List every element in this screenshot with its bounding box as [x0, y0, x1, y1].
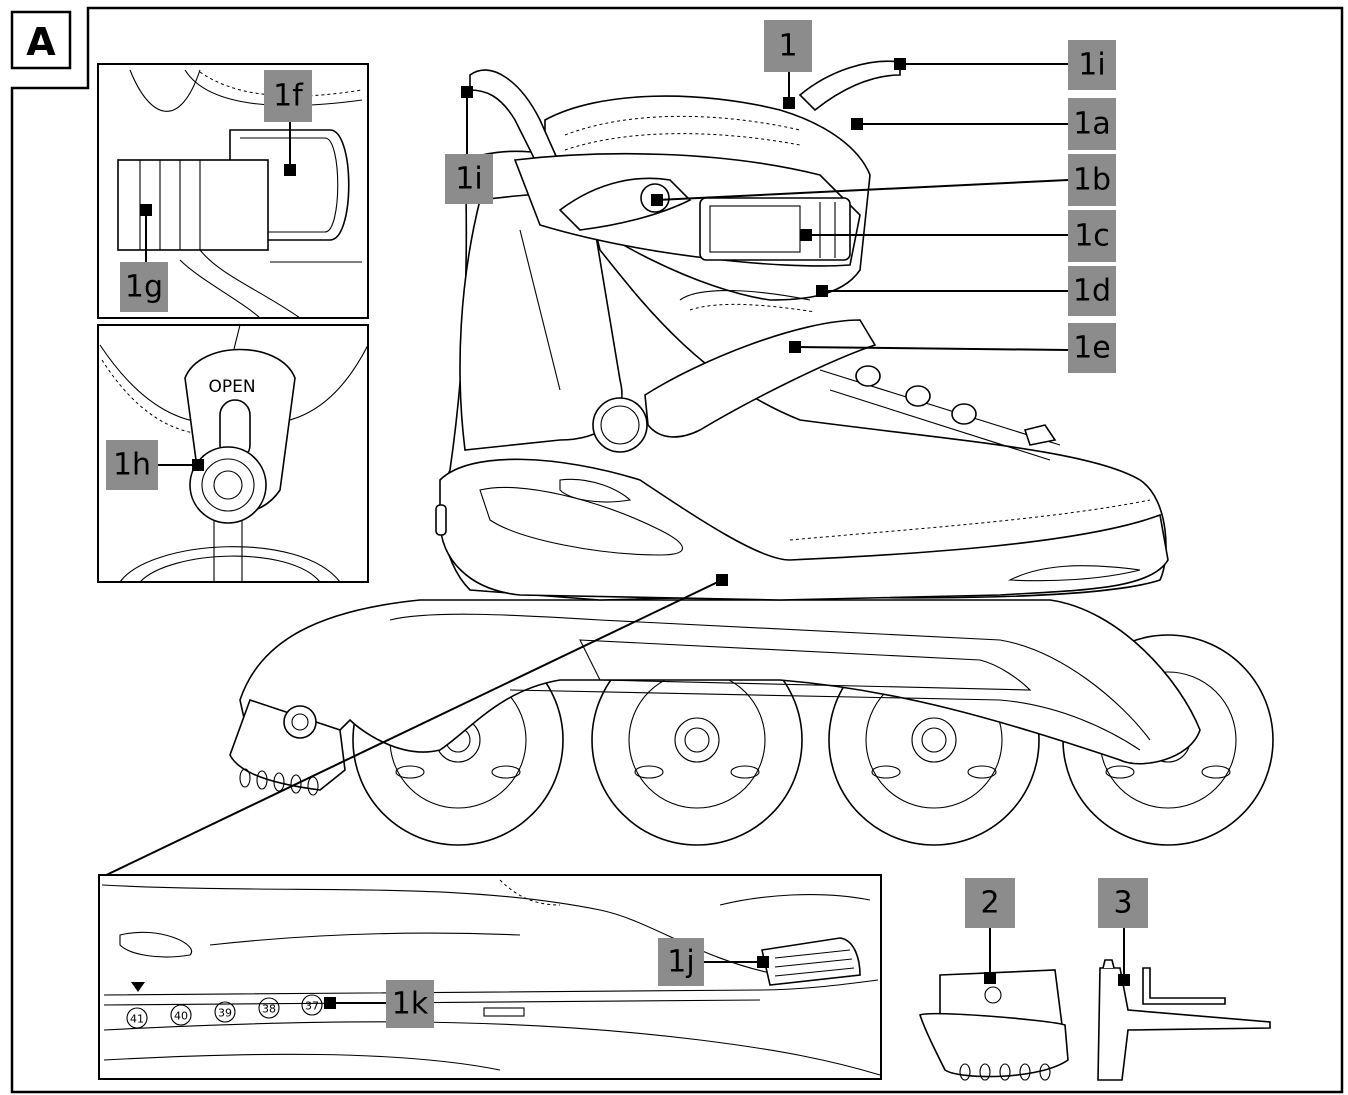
size-37: 37: [305, 1000, 319, 1013]
label-1: 1: [764, 20, 812, 72]
label-1c: 1c: [1068, 210, 1116, 262]
label-3: 3: [1098, 878, 1148, 928]
open-text: OPEN: [208, 377, 255, 397]
label-1-text: 1: [778, 29, 797, 64]
label-1a-text: 1a: [1073, 107, 1110, 142]
figure-letter: A: [26, 20, 56, 64]
lace-hooks: [855, 365, 1057, 446]
label-1f: 1f: [264, 70, 312, 122]
size-38: 38: [262, 1003, 276, 1016]
label-1b-text: 1b: [1073, 163, 1111, 198]
label-1h: 1h: [106, 440, 158, 490]
label-1d-text: 1d: [1073, 274, 1111, 309]
label-1i-right: 1i: [1068, 40, 1116, 90]
label-1e-text: 1e: [1073, 331, 1111, 366]
size-40: 40: [174, 1010, 188, 1023]
label-1i-left: 1i: [445, 154, 493, 204]
inline-skate-drawing: [229, 60, 1274, 846]
size-slider: [761, 937, 861, 986]
label-1e: 1e: [1068, 323, 1116, 373]
label-1f-text: 1f: [273, 79, 304, 114]
label-1c-text: 1c: [1074, 219, 1110, 254]
inset-open-lock: OPEN: [97, 324, 369, 583]
size-markings: 41 40 39 38 37: [126, 994, 323, 1029]
label-1a: 1a: [1068, 98, 1116, 150]
label-1i-right-text: 1i: [1078, 48, 1105, 83]
callout-lines: [145, 63, 1125, 1004]
size-41: 41: [130, 1013, 144, 1026]
label-1h-text: 1h: [113, 448, 151, 483]
label-2: 2: [965, 878, 1015, 928]
label-1j: 1j: [658, 938, 704, 986]
accessory-brake-stopper: [919, 969, 1069, 1081]
wheel-2: [591, 634, 803, 846]
label-1j-text: 1j: [667, 945, 694, 980]
label-1g: 1g: [120, 262, 168, 312]
outer-frame: A: [10, 6, 1344, 1094]
label-1g-text: 1g: [125, 270, 163, 305]
label-1i-left-text: 1i: [455, 162, 482, 197]
label-1d: 1d: [1068, 266, 1116, 316]
callout-markers: [140, 58, 1130, 1009]
label-1b: 1b: [1068, 154, 1116, 206]
size-indicator-icon: [131, 982, 145, 992]
size-39: 39: [218, 1007, 232, 1020]
ratchet-buckle: [558, 177, 851, 261]
skate-frame: [239, 599, 1201, 765]
label-1k-text: 1k: [392, 987, 429, 1022]
label-1k: 1k: [386, 980, 434, 1028]
label-2-text: 2: [980, 886, 999, 921]
power-strap: [644, 319, 877, 438]
label-3-text: 3: [1113, 886, 1132, 921]
